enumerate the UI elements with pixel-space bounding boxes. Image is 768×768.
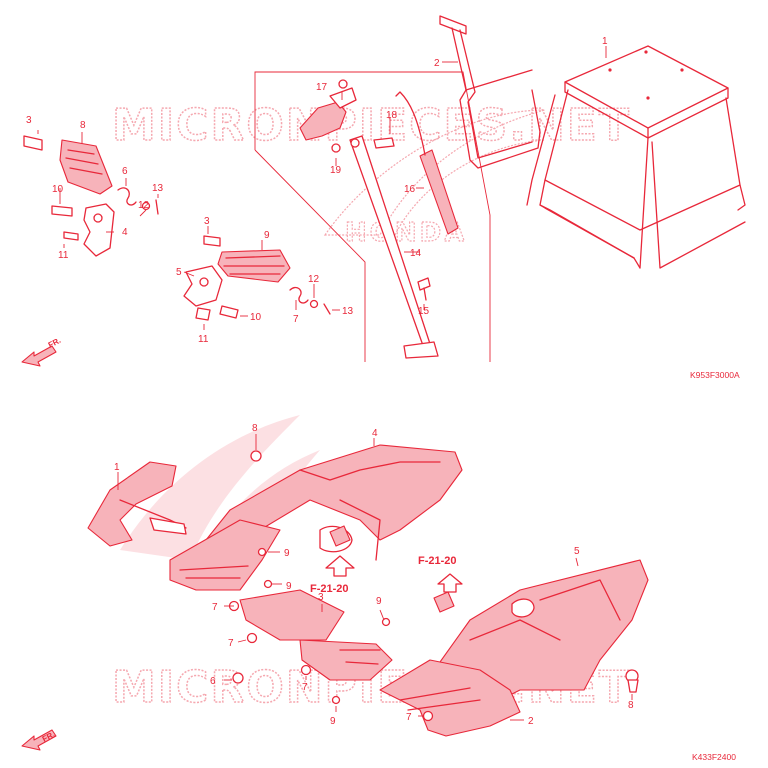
diagram-code: K433F2400 bbox=[692, 752, 736, 762]
footpeg-part-8 bbox=[23, 135, 159, 257]
bottom-panel: F-21-20 F-21-20 8 4 1 9 bbox=[21, 423, 736, 762]
callout: 4 bbox=[372, 428, 378, 439]
front-arrow-icon: FR. bbox=[21, 336, 63, 367]
callout: 16 bbox=[404, 184, 416, 195]
callout: 7 bbox=[406, 712, 412, 723]
callout: 14 bbox=[410, 248, 422, 259]
callout: 2 bbox=[528, 716, 534, 727]
callout: 13 bbox=[342, 306, 354, 317]
callout: 7 bbox=[212, 602, 218, 613]
callout: 12 bbox=[138, 200, 150, 211]
sidestand-bracket-part-17 bbox=[299, 79, 357, 141]
callout: 17 bbox=[316, 82, 328, 93]
fasteners-bottom bbox=[228, 450, 639, 722]
spring-part-16 bbox=[395, 91, 459, 235]
callout: 2 bbox=[434, 58, 440, 69]
diagram-code: K953F3000A bbox=[690, 370, 740, 380]
callout: 18 bbox=[386, 110, 398, 121]
callout: 13 bbox=[152, 183, 164, 194]
reference-label: F-21-20 bbox=[418, 555, 457, 567]
callout: 9 bbox=[284, 548, 290, 559]
callout: 6 bbox=[210, 676, 216, 687]
ref-arrow-right: F-21-20 bbox=[418, 555, 463, 593]
callout: 3 bbox=[204, 216, 210, 227]
fr-label: FR. bbox=[47, 336, 63, 350]
callout: 6 bbox=[122, 166, 128, 177]
callout: 9 bbox=[330, 716, 336, 727]
callout: 9 bbox=[376, 596, 382, 607]
callout: 7 bbox=[228, 638, 234, 649]
wing-logo-top bbox=[323, 109, 546, 236]
watermark-top: MICRONPIECES.NET bbox=[112, 100, 631, 151]
callout: 8 bbox=[252, 423, 258, 434]
lifter-part-2 bbox=[439, 15, 541, 169]
callout: 5 bbox=[574, 546, 580, 557]
callout: 10 bbox=[250, 312, 262, 323]
callout: 4 bbox=[122, 227, 128, 238]
stand-part-1 bbox=[526, 45, 746, 269]
callout: 3 bbox=[318, 592, 324, 603]
leader-lines-bottom bbox=[117, 434, 633, 721]
top-panel: 1 2 3 4 5 6 7 8 9 10 11 12 13 14 15 16 1… bbox=[21, 15, 746, 380]
sidestand-part-14 bbox=[349, 135, 439, 359]
callout: 9 bbox=[286, 581, 292, 592]
cowl-part-2 bbox=[379, 659, 521, 737]
callout: 5 bbox=[176, 267, 182, 278]
callout: 8 bbox=[80, 120, 86, 131]
callout: 1 bbox=[114, 462, 120, 473]
callout: 11 bbox=[198, 334, 209, 345]
panel-frame bbox=[254, 71, 491, 362]
ref-arrow-left: F-21-20 bbox=[310, 555, 355, 595]
under-panels bbox=[169, 519, 393, 681]
callout: 7 bbox=[302, 682, 308, 693]
callout: 10 bbox=[52, 184, 64, 195]
reference-label: F-21-20 bbox=[310, 583, 349, 595]
fr-label: FR. bbox=[41, 730, 57, 744]
callout: 15 bbox=[418, 306, 430, 317]
callout: 3 bbox=[26, 115, 32, 126]
callout: 7 bbox=[293, 314, 299, 325]
callout: 8 bbox=[628, 700, 634, 711]
callout: 9 bbox=[264, 230, 270, 241]
fasteners-top-middle bbox=[331, 137, 431, 301]
callout: 12 bbox=[308, 274, 320, 285]
callout: 19 bbox=[330, 165, 342, 176]
leader-lines-top bbox=[37, 46, 607, 330]
front-arrow-icon: FR. bbox=[21, 729, 57, 751]
callout: 11 bbox=[58, 250, 69, 261]
callout: 1 bbox=[602, 36, 608, 47]
cowl-part-1 bbox=[87, 461, 187, 547]
